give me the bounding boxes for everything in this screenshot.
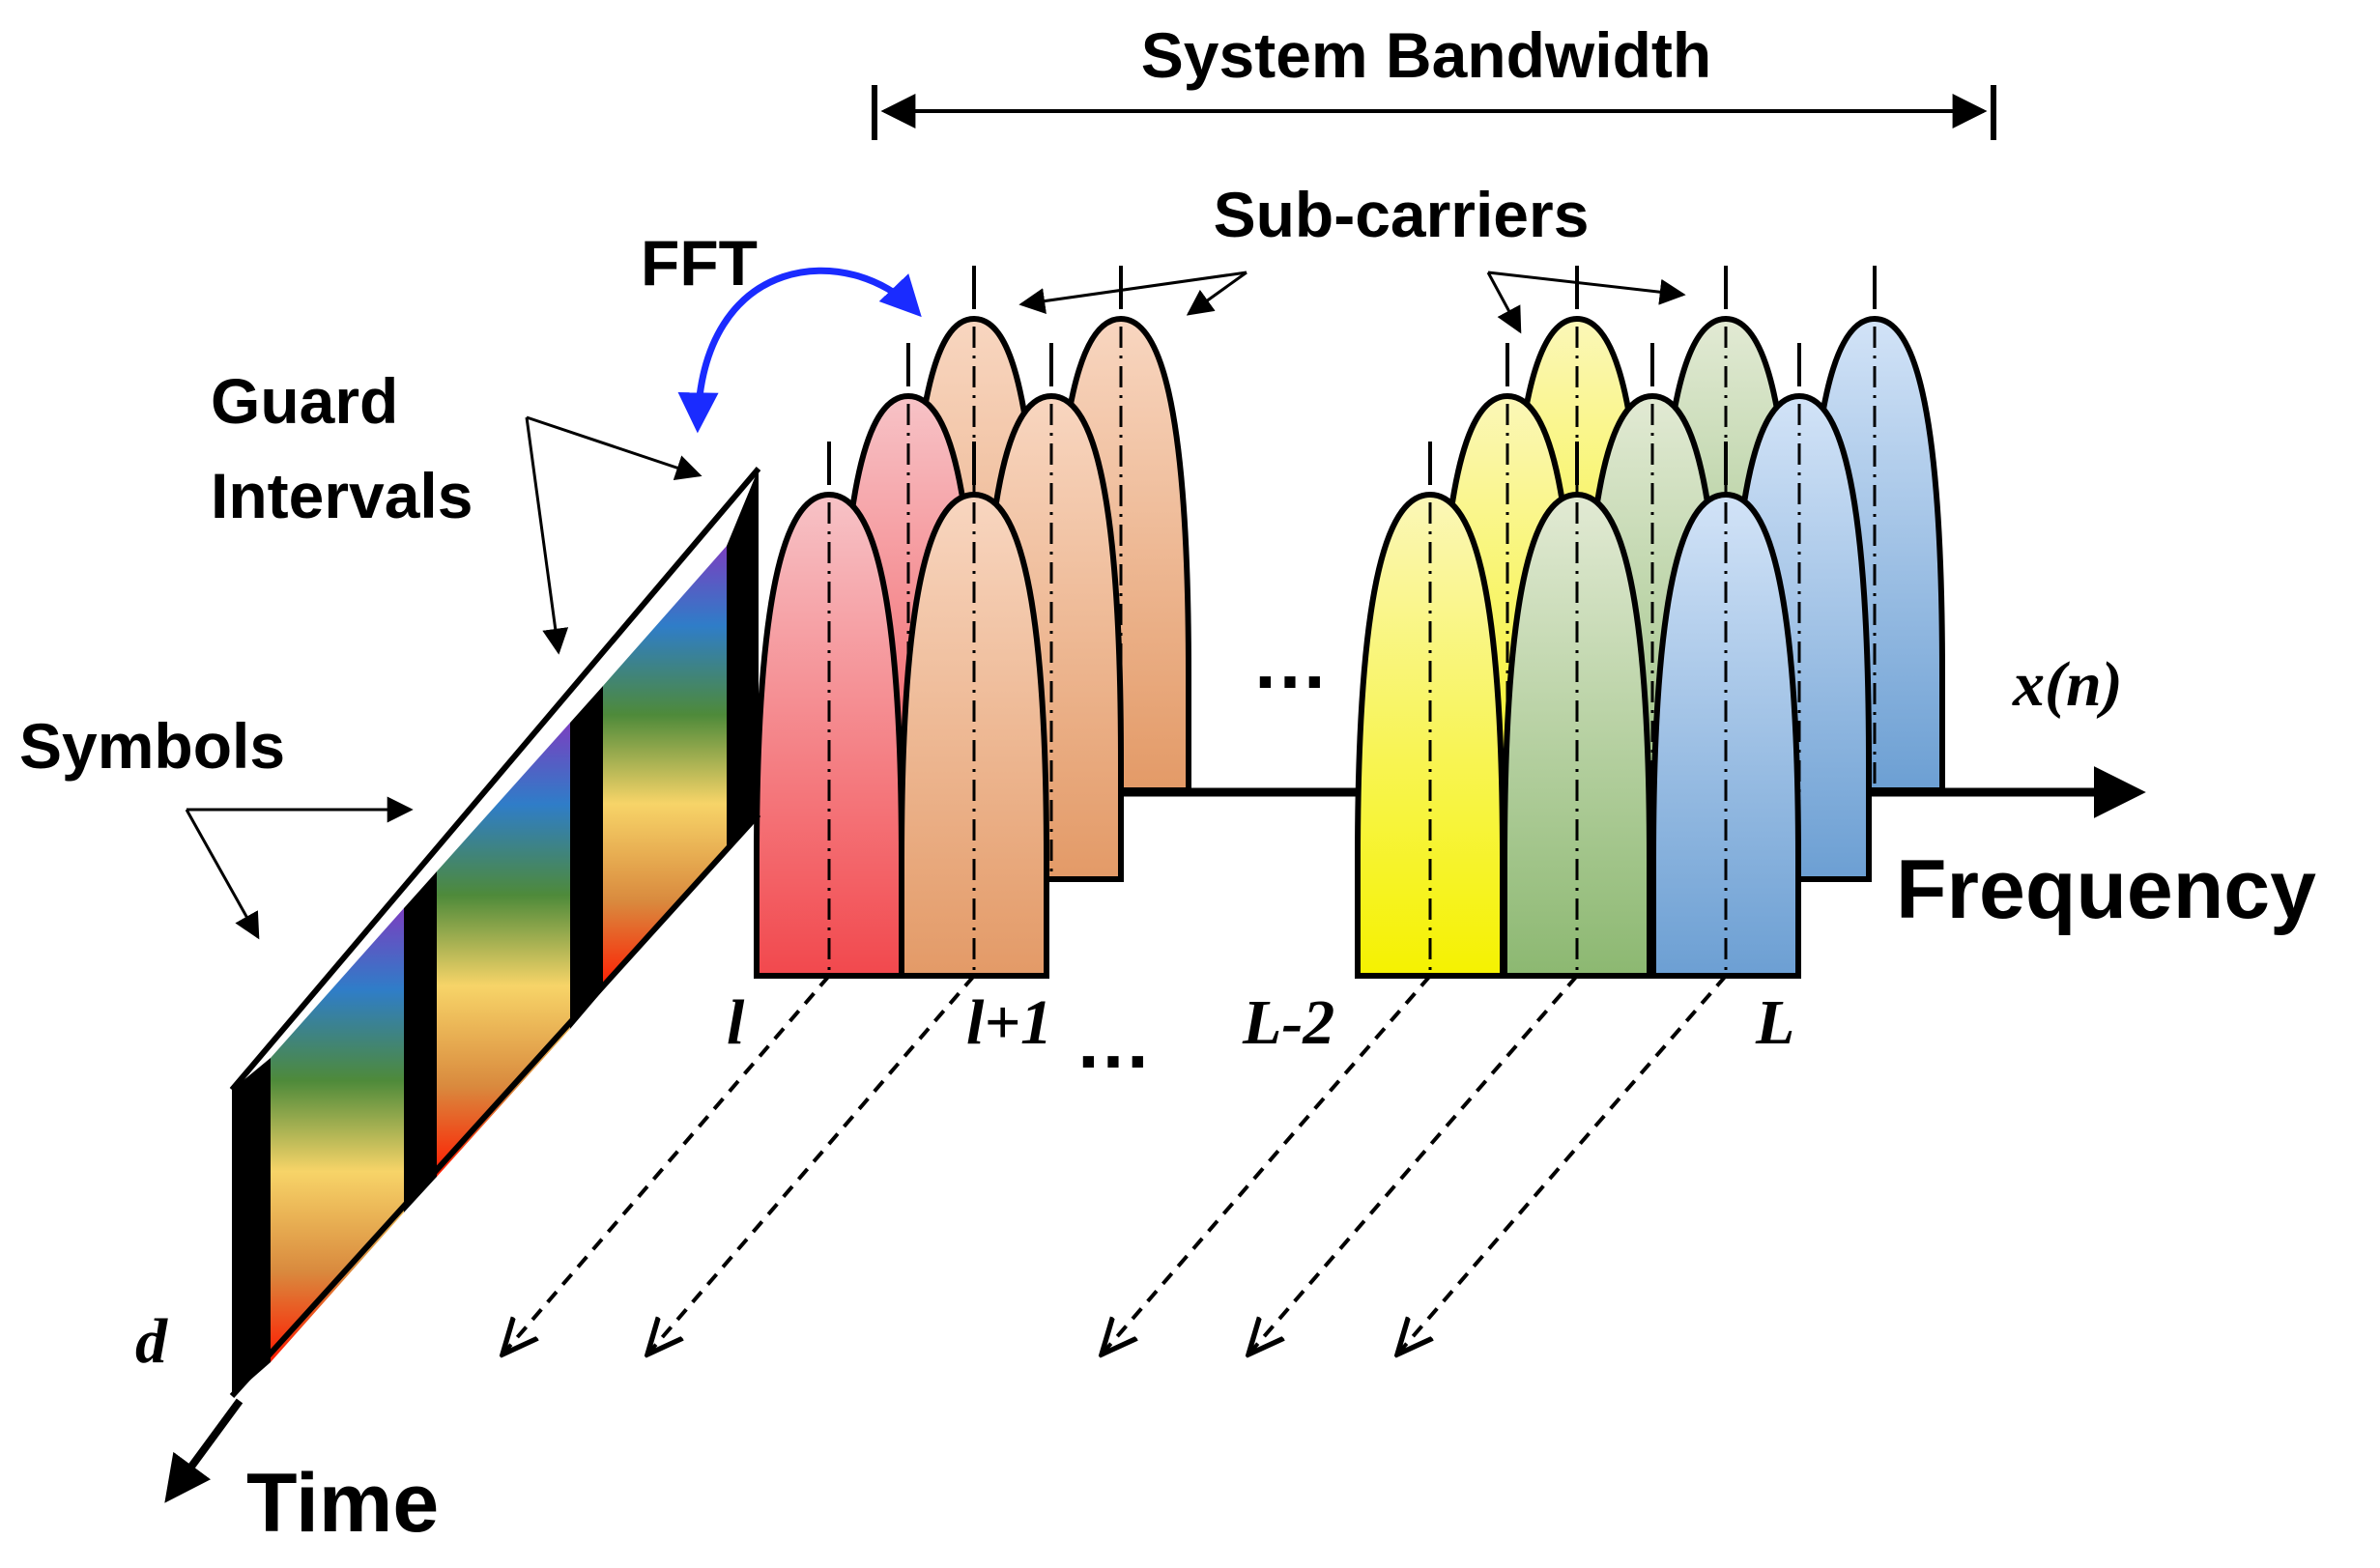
carrier-front-green (1502, 442, 1652, 979)
symbol-2 (437, 723, 570, 1177)
ellipsis-bottom: … (1075, 998, 1152, 1084)
guard-intervals-label-line1: Guard (211, 365, 398, 437)
guard-interval-4 (727, 469, 759, 850)
guard-interval-2 (404, 871, 437, 1212)
time-label: Time (246, 1457, 439, 1550)
guard-interval-3 (570, 686, 603, 1029)
sub-carriers-callout (1018, 271, 1686, 334)
carrier-front-blue (1650, 442, 1801, 979)
sub-carrier-peaks (754, 266, 1945, 979)
depth-label: d (135, 1306, 168, 1377)
carrier-front-orange (899, 442, 1049, 979)
symbol-strip (229, 467, 761, 1399)
carrier-front-yellow (1355, 442, 1505, 979)
symbol-3 (603, 546, 727, 990)
guard-interval-1 (232, 1058, 271, 1396)
time-axis (164, 1398, 244, 1503)
fft-label: FFT (641, 227, 758, 299)
symbols-pointers (185, 796, 414, 940)
index-L-label: L (1755, 987, 1794, 1058)
index-l-plus-1-label: l+1 (966, 987, 1052, 1058)
guard-intervals-label-line2: Intervals (211, 460, 473, 531)
index-L-minus-2-label: L-2 (1242, 987, 1334, 1058)
frequency-label: Frequency (1896, 843, 2316, 936)
signal-label: x(n) (2012, 649, 2123, 720)
symbols-label: Symbols (19, 710, 285, 782)
system-bandwidth-label: System Bandwidth (1141, 19, 1711, 91)
index-l-label: l (727, 987, 745, 1058)
fft-arrow (677, 267, 922, 434)
guard-intervals-pointers (525, 415, 703, 655)
symbol-1 (271, 908, 404, 1362)
ellipsis-middle: … (1251, 618, 1329, 704)
system-bandwidth-bracket: System Bandwidth (872, 19, 1996, 140)
sub-carriers-label: Sub-carriers (1214, 179, 1590, 250)
carrier-front-red (754, 442, 904, 979)
time-projection-lines (502, 974, 1728, 1354)
